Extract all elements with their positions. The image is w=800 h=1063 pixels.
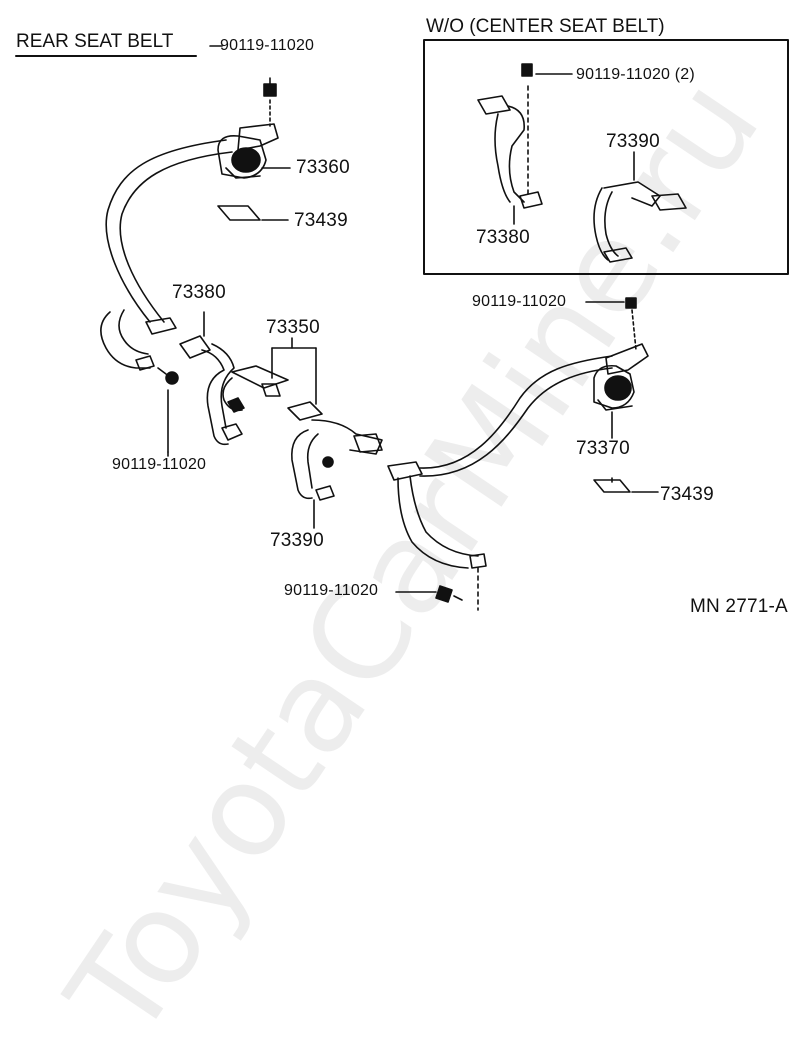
bolt-top-icon — [263, 77, 277, 127]
bolt-bottom-icon — [395, 585, 463, 603]
inset-title: W/O (CENTER SEAT BELT) — [426, 16, 665, 37]
callout-bolt-right: 90119-11020 — [472, 293, 567, 310]
callout-retractor-left: 73360 — [296, 157, 350, 178]
belt-right-icon — [387, 355, 613, 611]
callout-buckle-set: 73350 — [266, 317, 320, 338]
retractor-right-icon — [593, 343, 649, 439]
callout-inset-bolt: 90119-11020 (2) — [576, 66, 695, 83]
section-title: REAR SEAT BELT — [16, 31, 174, 52]
inset-buckle-right-icon — [593, 151, 687, 263]
callout-inset-buckle-right: 73390 — [606, 131, 660, 152]
callout-bolt-top: 90119-11020 — [220, 37, 315, 54]
diagram-drawing — [15, 39, 789, 611]
buckle-left-icon — [179, 311, 243, 446]
callout-bolt-bottom: 90119-11020 — [284, 582, 379, 599]
callout-buckle-center: 73390 — [270, 530, 324, 551]
callout-bolt-left: 90119-11020 — [112, 456, 207, 473]
bolt-right-icon — [585, 297, 637, 351]
parts-diagram: ToyotaCarMine.ru — [15, 16, 789, 1063]
bolt-left-icon — [157, 367, 179, 453]
buckle-set-icon — [222, 365, 289, 413]
buckle-center-icon — [287, 401, 383, 529]
inset-bolt-icon — [521, 63, 573, 197]
callout-plate-left: 73439 — [294, 210, 348, 231]
drawing-code: MN 2771-A — [690, 596, 788, 617]
inset-frame — [423, 39, 789, 275]
plate-left-icon — [217, 205, 261, 221]
retractor-left-icon — [217, 123, 279, 179]
callout-plate-right: 73439 — [660, 484, 714, 505]
plate-right-icon — [593, 479, 659, 493]
belt-left-icon — [100, 139, 233, 371]
callout-retractor-right: 73370 — [576, 438, 630, 459]
inset-buckle-left-icon — [477, 95, 543, 225]
callout-inset-buckle-left: 73380 — [476, 227, 530, 248]
callout-buckle-left: 73380 — [172, 282, 226, 303]
